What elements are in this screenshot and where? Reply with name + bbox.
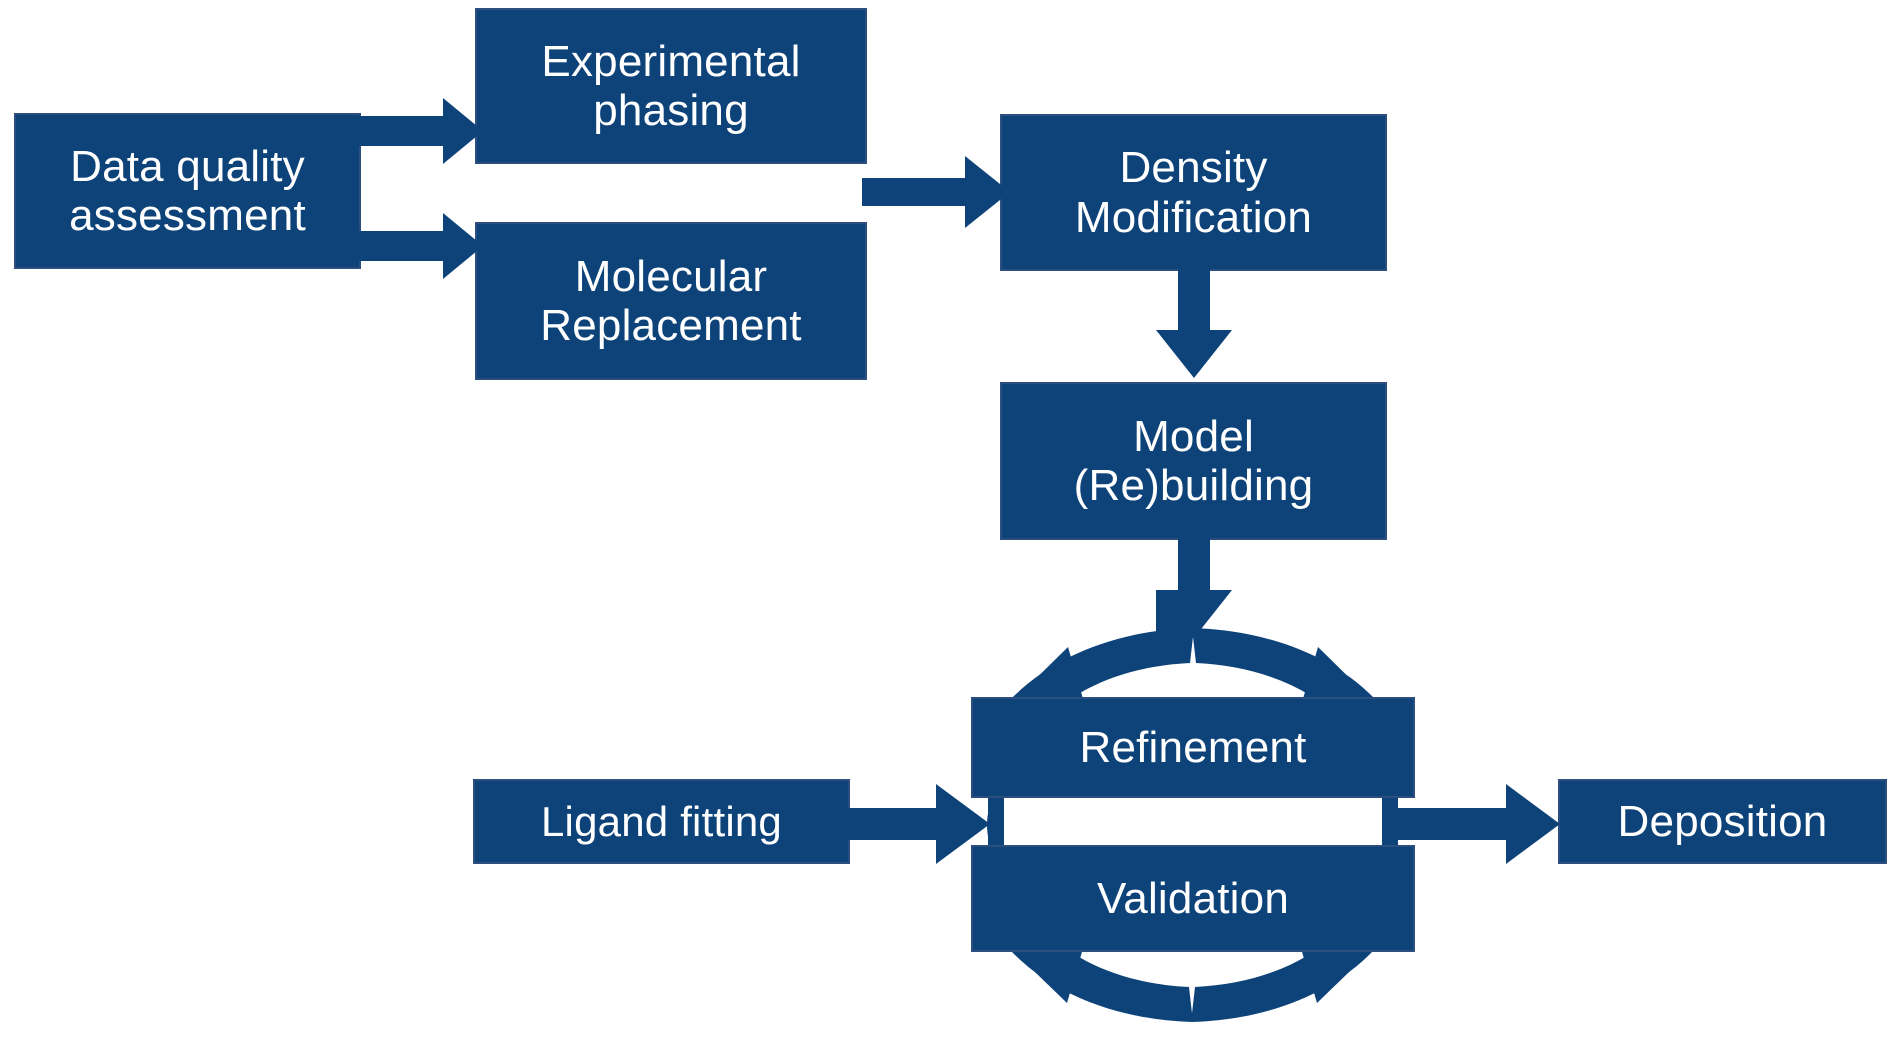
node-validation[interactable]: Validation (971, 845, 1415, 952)
node-label: Model (Re)building (1073, 411, 1314, 510)
node-refinement[interactable]: Refinement (971, 697, 1415, 798)
node-label: Experimental phasing (541, 36, 801, 135)
node-data-quality-assessment[interactable]: Data quality assessment (14, 113, 361, 269)
node-deposition[interactable]: Deposition (1558, 779, 1887, 864)
node-label: Molecular Replacement (540, 251, 802, 350)
node-label: Density Modification (1074, 143, 1313, 242)
node-label: Data quality assessment (69, 141, 306, 240)
node-label: Refinement (1079, 722, 1307, 772)
node-ligand-fitting[interactable]: Ligand fitting (473, 779, 850, 864)
arrow-phasing-to-density-modification (862, 156, 1010, 228)
arrow-cycle-to-deposition (1396, 784, 1560, 864)
node-density-modification[interactable]: Density Modification (1000, 114, 1387, 271)
arrow-model-rebuilding-to-refinement (1156, 538, 1232, 638)
arrow-density-modification-to-model-rebuilding (1156, 268, 1232, 378)
node-label: Validation (1097, 873, 1289, 923)
arrow-data-quality-to-molecular-replacement (355, 213, 483, 279)
arrow-data-quality-to-experimental-phasing (355, 98, 483, 164)
node-label: Deposition (1617, 796, 1828, 846)
node-experimental-phasing[interactable]: Experimental phasing (475, 8, 867, 164)
arrow-ligand-fitting-to-cycle (848, 784, 990, 864)
node-model-rebuilding[interactable]: Model (Re)building (1000, 382, 1387, 540)
cycle-ring (987, 628, 1399, 1022)
node-label: Ligand fitting (541, 797, 782, 845)
node-molecular-replacement[interactable]: Molecular Replacement (475, 222, 867, 380)
